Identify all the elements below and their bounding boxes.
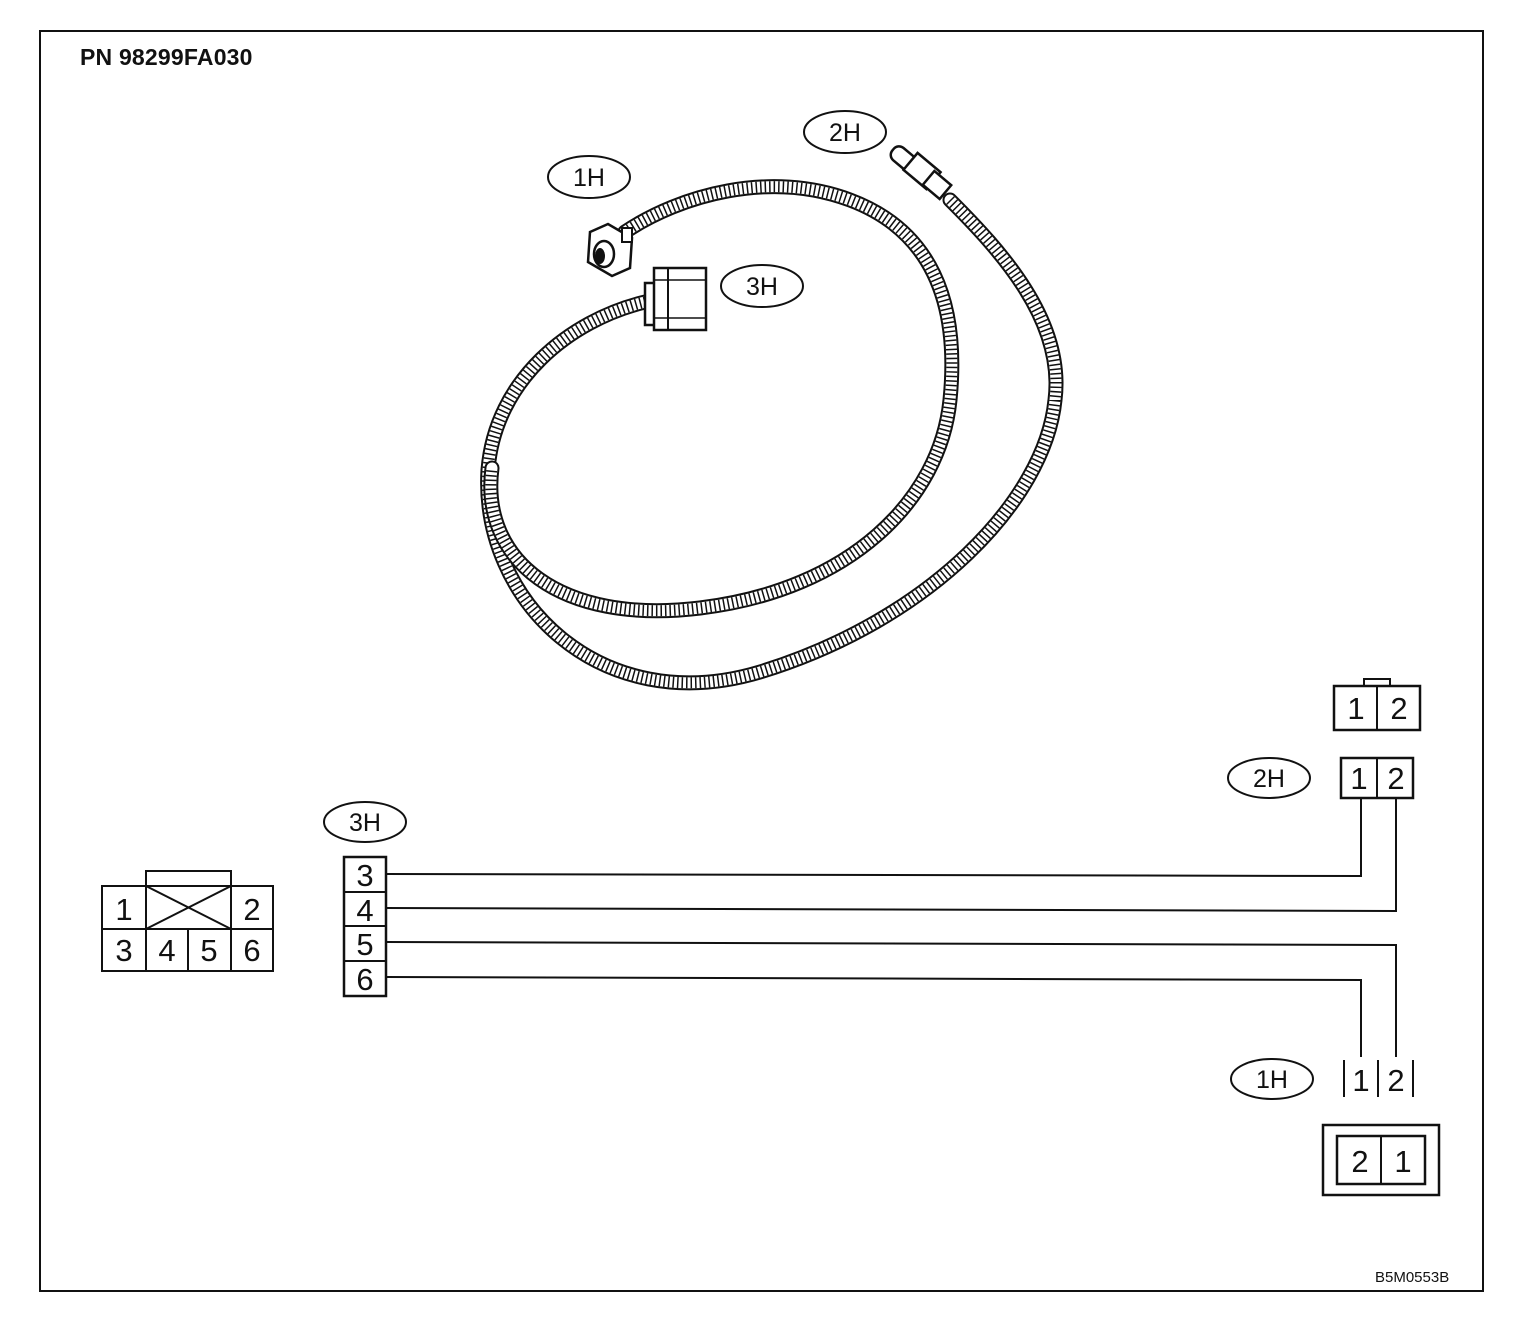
pin-label: 1	[1347, 691, 1364, 726]
callout-2h-top: 2H	[803, 110, 887, 154]
wires	[385, 797, 1397, 1057]
callout-3h-schematic: 3H	[323, 801, 407, 843]
part-number: PN 98299FA030	[80, 44, 253, 70]
pin-label: 5	[356, 927, 373, 962]
pin-label: 2	[1390, 691, 1407, 726]
svg-text:1H: 1H	[573, 164, 605, 192]
pin-label: 2	[1351, 1144, 1368, 1179]
pin-label: 1	[1352, 1063, 1369, 1098]
pin-label: 2	[1387, 1063, 1404, 1098]
frame	[39, 30, 1484, 1292]
harness-illustration: 1H 2H 3H	[480, 110, 1064, 691]
svg-text:3H: 3H	[349, 809, 381, 837]
svg-text:3H: 3H	[746, 273, 778, 301]
pin-label: 4	[158, 933, 175, 968]
drawing-code: B5M0553B	[1375, 1269, 1450, 1286]
pin-label: 3	[356, 858, 373, 893]
wire-3-to-2h-1	[385, 797, 1362, 878]
pin-label: 2	[1387, 761, 1404, 796]
connector-1h-face: 2 1	[1321, 1123, 1441, 1197]
connector-6pin-face: 1 2 3 4 5 6	[101, 870, 274, 972]
pin-label: 1	[1394, 1144, 1411, 1179]
pin-label: 6	[356, 962, 373, 997]
pin-label: 4	[356, 893, 373, 928]
connector-2h-plug	[889, 145, 953, 201]
connector-3h-pins: 3 4 5 6	[342, 855, 388, 998]
pin-label: 6	[243, 933, 260, 968]
svg-text:2H: 2H	[1253, 765, 1285, 793]
callout-2h-schematic: 2H	[1227, 757, 1311, 799]
callout-1h-schematic: 1H	[1230, 1058, 1314, 1100]
pin-label: 1	[1350, 761, 1367, 796]
pin-label: 2	[243, 892, 260, 927]
wire-4-to-2h-2	[385, 797, 1397, 913]
callout-1h-top: 1H	[547, 155, 631, 199]
svg-text:1H: 1H	[1256, 1066, 1288, 1094]
connector-2h-face: 1 2	[1332, 678, 1422, 732]
wire-6-to-1h-1	[385, 976, 1362, 1057]
connector-2h-pins: 1 2	[1339, 756, 1415, 800]
wire-5-to-1h-2	[385, 941, 1397, 1057]
harness-cable-1h	[483, 179, 960, 619]
connector-3h-box	[643, 266, 708, 332]
pin-label: 5	[200, 933, 217, 968]
connector-1h-pins: 1 2	[1343, 1060, 1414, 1098]
svg-text:2H: 2H	[829, 119, 861, 147]
pin-label: 1	[115, 892, 132, 927]
connector-1h-flange	[586, 222, 634, 278]
callout-3h-top: 3H	[720, 264, 804, 308]
pin-label: 3	[115, 933, 132, 968]
